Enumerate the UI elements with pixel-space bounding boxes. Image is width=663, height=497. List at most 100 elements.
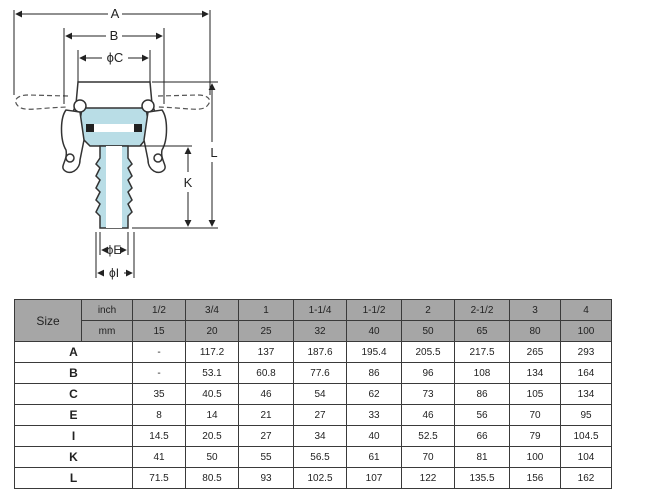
value-cell: 164 xyxy=(560,362,612,384)
dimension-lines xyxy=(13,10,218,278)
value-cell: 93 xyxy=(238,467,294,489)
value-cell: 27 xyxy=(238,425,294,447)
dim-label-k: K xyxy=(184,175,193,190)
size-mm-cell: 100 xyxy=(560,320,612,342)
size-mm-cell: 80 xyxy=(509,320,561,342)
value-cell: 66 xyxy=(454,425,510,447)
value-cell: 205.5 xyxy=(401,341,455,363)
size-inch-cell: 3/4 xyxy=(185,299,239,321)
value-cell: 104 xyxy=(560,446,612,468)
value-cell: 107 xyxy=(346,467,402,489)
value-cell: 33 xyxy=(346,404,402,426)
row-label-cell: A xyxy=(14,341,133,363)
value-cell: 100 xyxy=(509,446,561,468)
value-cell: 62 xyxy=(346,383,402,405)
value-cell: 56 xyxy=(454,404,510,426)
row-label-cell: K xyxy=(14,446,133,468)
value-cell: - xyxy=(132,341,186,363)
size-mm-cell: 50 xyxy=(401,320,455,342)
value-cell: 162 xyxy=(560,467,612,489)
value-cell: 95 xyxy=(560,404,612,426)
value-cell: 86 xyxy=(454,383,510,405)
coupler-technical-drawing: A B ϕC L K ϕE ϕI xyxy=(13,6,218,280)
row-label-cell: E xyxy=(14,404,133,426)
value-cell: 134 xyxy=(560,383,612,405)
value-cell: 52.5 xyxy=(401,425,455,447)
size-mm-cell: 40 xyxy=(346,320,402,342)
value-cell: 134 xyxy=(509,362,561,384)
coupler-body xyxy=(60,81,168,229)
value-cell: 70 xyxy=(401,446,455,468)
unit-mm-cell: mm xyxy=(81,320,133,342)
value-cell: 96 xyxy=(401,362,455,384)
value-cell: 55 xyxy=(238,446,294,468)
value-cell: 102.5 xyxy=(293,467,347,489)
size-mm-cell: 65 xyxy=(454,320,510,342)
value-cell: 53.1 xyxy=(185,362,239,384)
value-cell: 104.5 xyxy=(560,425,612,447)
dim-label-c: ϕC xyxy=(107,50,124,65)
value-cell: 108 xyxy=(454,362,510,384)
size-inch-cell: 1-1/2 xyxy=(346,299,402,321)
value-cell: 35 xyxy=(132,383,186,405)
size-inch-cell: 2-1/2 xyxy=(454,299,510,321)
size-inch-cell: 1/2 xyxy=(132,299,186,321)
row-label-cell: C xyxy=(14,383,133,405)
value-cell: 105 xyxy=(509,383,561,405)
value-cell: 50 xyxy=(185,446,239,468)
value-cell: 20.5 xyxy=(185,425,239,447)
value-cell: 61 xyxy=(346,446,402,468)
value-cell: 135.5 xyxy=(454,467,510,489)
value-cell: 80.5 xyxy=(185,467,239,489)
value-cell: 86 xyxy=(346,362,402,384)
value-cell: 195.4 xyxy=(346,341,402,363)
row-label-cell: B xyxy=(14,362,133,384)
value-cell: 21 xyxy=(238,404,294,426)
value-cell: 156 xyxy=(509,467,561,489)
pivot-pins xyxy=(65,99,163,163)
value-cell: 27 xyxy=(293,404,347,426)
size-mm-cell: 25 xyxy=(238,320,294,342)
value-cell: 79 xyxy=(509,425,561,447)
value-cell: 40 xyxy=(346,425,402,447)
value-cell: 73 xyxy=(401,383,455,405)
dim-label-l: L xyxy=(210,145,217,160)
value-cell: 77.6 xyxy=(293,362,347,384)
value-cell: 70 xyxy=(509,404,561,426)
value-cell: 60.8 xyxy=(238,362,294,384)
size-inch-cell: 4 xyxy=(560,299,612,321)
value-cell: 54 xyxy=(293,383,347,405)
unit-inch-cell: inch xyxy=(81,299,133,321)
value-cell: 122 xyxy=(401,467,455,489)
size-header-cell: Size xyxy=(14,299,82,342)
size-inch-cell: 1-1/4 xyxy=(293,299,347,321)
dim-label-i: ϕI xyxy=(109,266,119,280)
value-cell: 8 xyxy=(132,404,186,426)
row-label-cell: L xyxy=(14,467,133,489)
value-cell: 41 xyxy=(132,446,186,468)
value-cell: 137 xyxy=(238,341,294,363)
dim-label-b: B xyxy=(110,28,119,43)
value-cell: 71.5 xyxy=(132,467,186,489)
value-cell: 40.5 xyxy=(185,383,239,405)
value-cell: 46 xyxy=(401,404,455,426)
value-cell: 81 xyxy=(454,446,510,468)
value-cell: 46 xyxy=(238,383,294,405)
size-inch-cell: 2 xyxy=(401,299,455,321)
value-cell: 265 xyxy=(509,341,561,363)
value-cell: - xyxy=(132,362,186,384)
value-cell: 34 xyxy=(293,425,347,447)
size-mm-cell: 15 xyxy=(132,320,186,342)
handle-open-outline xyxy=(15,94,211,110)
value-cell: 14.5 xyxy=(132,425,186,447)
value-cell: 14 xyxy=(185,404,239,426)
value-cell: 293 xyxy=(560,341,612,363)
